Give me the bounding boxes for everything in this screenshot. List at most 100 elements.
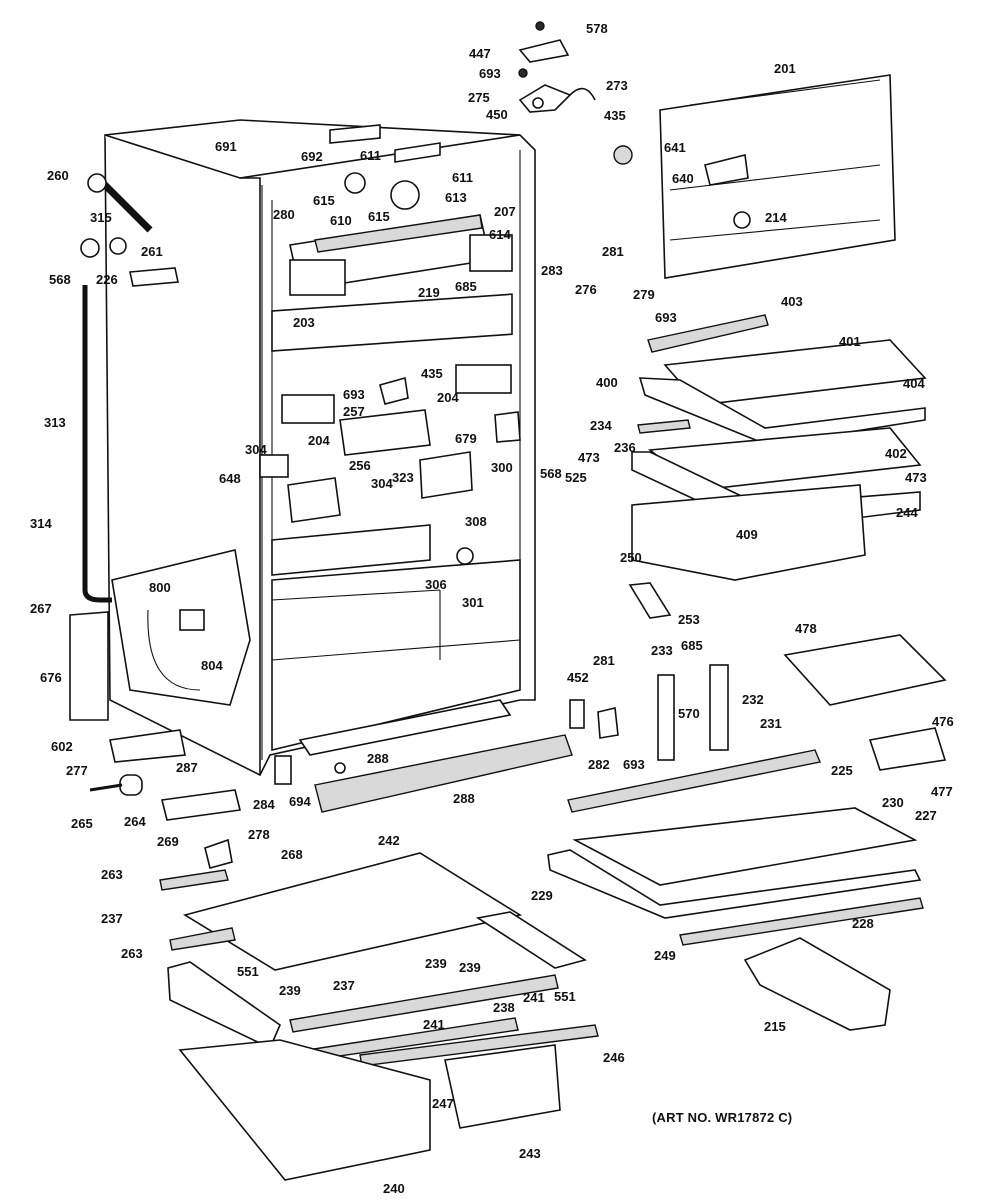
label-611: 611 <box>452 170 473 185</box>
label-473: 473 <box>578 450 600 465</box>
water-valve-inset <box>111 549 251 706</box>
label-281: 281 <box>602 244 624 259</box>
label-478: 478 <box>795 621 817 636</box>
label-269: 269 <box>157 834 179 849</box>
label-247: 247 <box>432 1096 454 1111</box>
fresh-food-shelf <box>547 749 924 946</box>
label-568: 568 <box>540 466 562 481</box>
label-227: 227 <box>915 808 937 823</box>
label-304: 304 <box>245 442 267 457</box>
label-315: 315 <box>90 210 112 225</box>
label-693: 693 <box>623 757 645 772</box>
label-236: 236 <box>614 440 636 455</box>
label-228: 228 <box>852 916 874 931</box>
art-number: (ART NO. WR17872 C) <box>652 1110 793 1125</box>
label-610: 610 <box>330 213 352 228</box>
freezer-back-panel <box>659 74 896 279</box>
label-215: 215 <box>764 1019 786 1034</box>
label-551: 551 <box>237 964 259 979</box>
label-273: 273 <box>606 78 628 93</box>
label-404: 404 <box>903 376 925 391</box>
label-225: 225 <box>831 763 853 778</box>
water-tube <box>80 173 179 603</box>
door-bin <box>743 937 891 1031</box>
label-268: 268 <box>281 847 303 862</box>
label-401: 401 <box>839 334 861 349</box>
label-241: 241 <box>423 1017 445 1032</box>
label-242: 242 <box>378 833 400 848</box>
top-bracket-assembly <box>518 21 633 165</box>
label-265: 265 <box>71 816 93 831</box>
label-282: 282 <box>588 757 610 772</box>
label-283: 283 <box>541 263 563 278</box>
label-239: 239 <box>279 983 301 998</box>
label-261: 261 <box>141 244 163 259</box>
label-279: 279 <box>633 287 655 302</box>
label-400: 400 <box>596 375 618 390</box>
label-250: 250 <box>620 550 642 565</box>
label-640: 640 <box>672 171 694 186</box>
label-204: 204 <box>437 390 459 405</box>
crisper-pans <box>178 1017 599 1181</box>
label-281: 281 <box>593 653 615 668</box>
label-473: 473 <box>905 470 927 485</box>
label-201: 201 <box>774 61 796 76</box>
label-246: 246 <box>603 1050 625 1065</box>
label-685: 685 <box>681 638 703 653</box>
label-685: 685 <box>455 279 477 294</box>
label-323: 323 <box>392 470 414 485</box>
label-263: 263 <box>121 946 143 961</box>
label-278: 278 <box>248 827 270 842</box>
label-409: 409 <box>736 527 758 542</box>
label-648: 648 <box>219 471 241 486</box>
label-249: 249 <box>654 948 676 963</box>
label-288: 288 <box>453 791 475 806</box>
label-240: 240 <box>383 1181 405 1196</box>
refrigerator-cabinet <box>104 119 536 777</box>
label-237: 237 <box>333 978 355 993</box>
label-277: 277 <box>66 763 88 778</box>
label-229: 229 <box>531 888 553 903</box>
label-691: 691 <box>215 139 237 154</box>
label-230: 230 <box>882 795 904 810</box>
label-214: 214 <box>765 210 787 225</box>
label-570: 570 <box>678 706 700 721</box>
label-679: 679 <box>455 431 477 446</box>
label-219: 219 <box>418 285 440 300</box>
label-602: 602 <box>51 739 73 754</box>
label-615: 615 <box>313 193 335 208</box>
label-800: 800 <box>149 580 171 595</box>
label-477: 477 <box>931 784 953 799</box>
label-693: 693 <box>479 66 501 81</box>
label-804: 804 <box>201 658 223 673</box>
label-275: 275 <box>468 90 490 105</box>
label-301: 301 <box>462 595 484 610</box>
label-288: 288 <box>367 751 389 766</box>
part-number-labels: 578 447 693 275 450 273 435 201 641 640 … <box>30 21 954 1196</box>
label-231: 231 <box>760 716 782 731</box>
label-243: 243 <box>519 1146 541 1161</box>
label-613: 613 <box>445 190 467 205</box>
label-452: 452 <box>567 670 589 685</box>
label-306: 306 <box>425 577 447 592</box>
label-693: 693 <box>343 387 365 402</box>
label-435: 435 <box>604 108 626 123</box>
label-241: 241 <box>523 990 545 1005</box>
label-693: 693 <box>655 310 677 325</box>
label-304: 304 <box>371 476 393 491</box>
label-578: 578 <box>586 21 608 36</box>
label-615: 615 <box>368 209 390 224</box>
label-676: 676 <box>40 670 62 685</box>
label-276: 276 <box>575 282 597 297</box>
label-207: 207 <box>494 204 516 219</box>
label-308: 308 <box>465 514 487 529</box>
label-284: 284 <box>253 797 275 812</box>
label-300: 300 <box>491 460 513 475</box>
label-238: 238 <box>493 1000 515 1015</box>
label-525: 525 <box>565 470 587 485</box>
lower-trim <box>69 611 573 869</box>
label-641: 641 <box>664 140 686 155</box>
label-234: 234 <box>590 418 612 433</box>
